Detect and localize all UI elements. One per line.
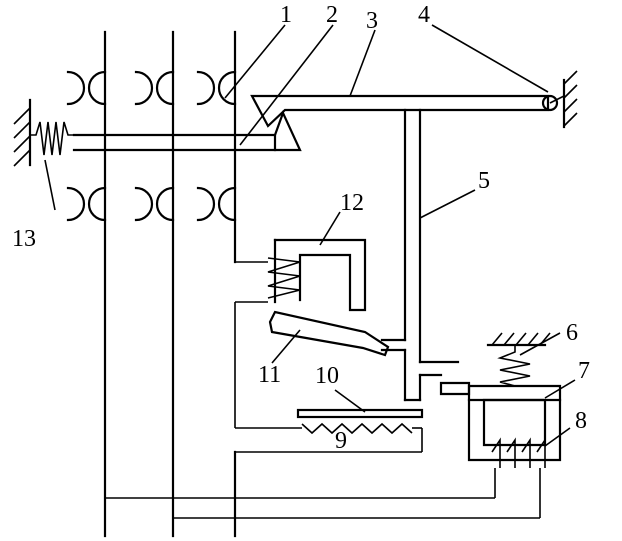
label-8: 8 — [575, 408, 587, 434]
vertical-conductors — [103, 30, 237, 538]
label-2: 2 — [326, 2, 338, 28]
label-5: 5 — [478, 168, 490, 194]
label-9: 9 — [335, 428, 347, 454]
latch-lever-3 — [250, 94, 550, 128]
label-1: 1 — [280, 2, 292, 28]
spring-6 — [497, 345, 531, 387]
leader-lines — [44, 24, 576, 447]
magnet-coil — [267, 257, 301, 299]
label-13: 13 — [12, 226, 36, 252]
label-4: 4 — [418, 2, 430, 28]
heater-9 — [301, 422, 413, 435]
right-wall — [562, 70, 578, 129]
armature-11 — [268, 310, 390, 357]
inner-box-8 — [482, 398, 547, 447]
coil-8 — [491, 437, 546, 468]
spring-13 — [30, 121, 74, 156]
hook-2 — [273, 110, 302, 152]
label-12: 12 — [340, 190, 364, 216]
rod-5 — [380, 108, 460, 402]
release-frame-7 — [439, 381, 471, 396]
magnet-core-12 — [273, 238, 367, 312]
release-box-7 — [467, 384, 562, 462]
label-10: 10 — [315, 363, 339, 389]
left-wall — [13, 98, 32, 167]
label-11: 11 — [258, 362, 281, 388]
bimetal-10 — [296, 408, 424, 419]
label-7: 7 — [578, 358, 590, 384]
pivot-4 — [541, 94, 559, 112]
label-3: 3 — [366, 8, 378, 34]
label-6: 6 — [566, 320, 578, 346]
main-bar-2 — [72, 133, 277, 152]
contacts-1 — [66, 70, 237, 222]
